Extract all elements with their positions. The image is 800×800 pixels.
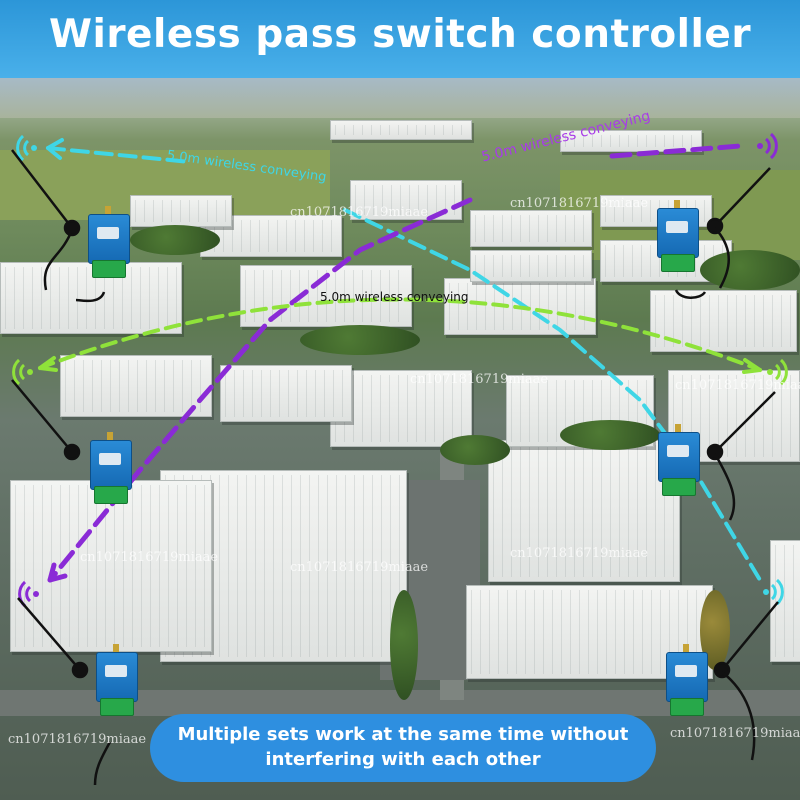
tree-cluster [390,590,418,700]
page-title: Wireless pass switch controller [48,12,752,57]
building [240,265,412,327]
building [650,290,797,352]
coax-cable [75,291,106,303]
caption-banner: Multiple sets work at the same time with… [150,714,656,782]
antenna [713,601,779,761]
watermark: cn1071816719miaae [8,732,147,747]
tree-cluster [130,225,220,255]
tree-cluster [440,435,510,465]
switch-controller-device [666,644,708,716]
antenna [706,167,771,289]
watermark: cn1071816719miaae [670,726,800,741]
wifi-signal-icon [767,358,788,386]
switch-controller-device [657,200,699,272]
caption-line-2: interfering with each other [265,749,541,770]
purple-link-top [609,143,743,159]
caption-text: Multiple sets work at the same time with… [150,722,656,772]
building [466,585,713,679]
antenna [11,379,81,461]
cyan-link-diagonal [343,208,762,582]
building [488,440,680,582]
watermark: cn1071816719miaae [510,196,649,211]
cyan-arrow-head [46,138,64,160]
building [10,480,212,652]
center-link-label: 5.0m wireless conveying [320,290,469,304]
cyan-link-top [46,146,192,164]
wifi-signal-icon [12,358,33,386]
watermark: cn1071816719miaae [290,205,429,220]
caption-line-1: Multiple sets work at the same time with… [177,724,629,745]
watermark: cn1071816719miaae [290,560,429,575]
green-link-arc [38,297,762,372]
switch-controller-device [90,432,132,504]
building [470,250,592,282]
tree-cluster [560,420,660,450]
watermark: cn1071816719miaae [510,546,649,561]
building [330,370,472,447]
switch-controller-device [658,424,700,496]
building [470,210,592,247]
antenna [11,149,81,291]
coax-cable [674,289,707,299]
building [770,540,800,662]
watermark: cn1071816719miaae [675,378,800,393]
wifi-signal-icon [16,134,37,162]
building [0,262,182,334]
building [220,365,352,422]
tree-cluster [300,325,420,355]
purple-arrow-head [47,562,68,583]
coax-cable [93,741,112,786]
switch-controller-device [96,644,138,716]
antenna [706,391,776,521]
watermark: cn1071816719miaae [80,550,219,565]
title-banner: Wireless pass switch controller [0,0,800,78]
building [560,130,702,152]
wifi-signal-icon [763,578,784,606]
wifi-signal-icon [18,580,39,608]
sky-haze [0,78,800,118]
wifi-signal-icon [757,132,778,160]
antenna [17,597,89,679]
watermark: cn1071816719miaae [410,372,549,387]
building [330,120,472,140]
green-arrow-head [38,356,762,374]
building [60,355,212,417]
tree-cluster [700,250,800,290]
switch-controller-device [88,206,130,278]
